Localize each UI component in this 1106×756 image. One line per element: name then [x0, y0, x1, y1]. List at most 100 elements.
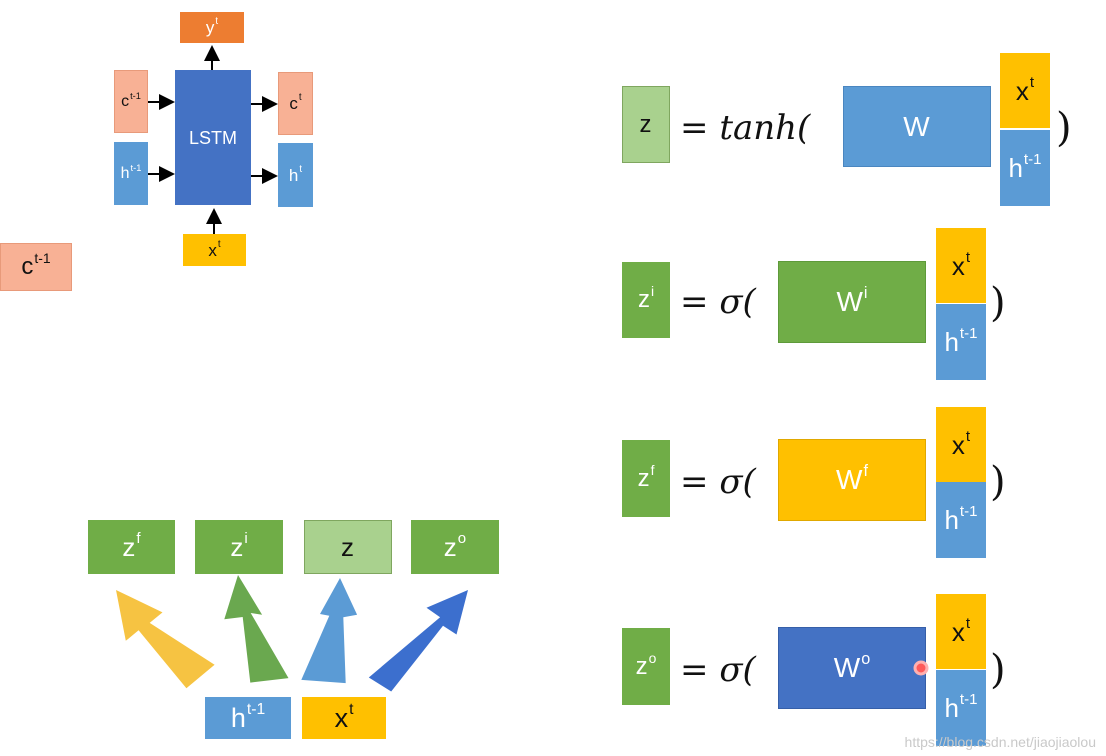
- eq4-lhs-base: z: [635, 652, 648, 680]
- eq4-close-paren: ): [990, 647, 1006, 693]
- big-arrow-to-zi: [224, 575, 289, 683]
- eq2-weight-sup: i: [863, 283, 868, 302]
- eq3-operator: = σ(: [680, 465, 756, 499]
- eq4-x-sup: t: [965, 614, 971, 632]
- eq4-weight-sup: o: [861, 649, 871, 668]
- eq4-h-sup: t-1: [959, 691, 978, 709]
- lstm-block: LSTM: [175, 70, 251, 205]
- c-in-base: c: [121, 92, 130, 110]
- eq2-function: σ(: [719, 282, 756, 322]
- eq2-lhs-base: z: [637, 286, 650, 313]
- eq2-x-base: x: [951, 250, 965, 281]
- h-out-sup: t: [299, 163, 303, 175]
- lstm-label: LSTM: [188, 127, 237, 148]
- gate-zo-base: z: [443, 532, 457, 562]
- eq3-equals: =: [680, 462, 709, 502]
- big-arrow-to-zo: [368, 590, 468, 692]
- eq4-equals: =: [680, 650, 709, 690]
- gate-z-box: z: [304, 520, 392, 574]
- eq4-x-base: x: [951, 616, 965, 647]
- eq1-lhs-base: z: [639, 110, 652, 138]
- h-in-base: h: [120, 164, 130, 182]
- eq3-h-base: h: [944, 505, 959, 535]
- eq4-lhs-sup: o: [648, 649, 657, 666]
- eq3-x-sup: t: [965, 427, 971, 445]
- bottom-h-base: h: [230, 702, 246, 733]
- eq1-operator: = tanh(: [680, 111, 810, 145]
- eq4-weight-base: W: [833, 652, 861, 683]
- eq1-lhs-box: z: [622, 86, 670, 163]
- big-arrow-to-zf: [116, 590, 215, 689]
- eq1-equals: =: [680, 108, 709, 148]
- h-out-base: h: [288, 165, 299, 185]
- eq1-x-sup: t: [1029, 73, 1035, 91]
- c-prev-base: c: [21, 253, 34, 280]
- bottom-x-sup: t: [349, 700, 354, 718]
- gate-zi-base: z: [230, 532, 244, 562]
- y-out-base: y: [205, 18, 215, 37]
- eq3-lhs-base: z: [637, 464, 650, 492]
- watermark: https://blog.csdn.net/jiaojiaolou: [904, 734, 1096, 750]
- eq2-h-sup: t-1: [959, 325, 978, 343]
- eq2-weight-base: W: [836, 286, 863, 317]
- eq4-h-base: h: [944, 693, 959, 723]
- x-in-base: x: [208, 240, 217, 260]
- c-out-base: c: [289, 94, 298, 113]
- eq2-h-base: h: [944, 327, 959, 357]
- eq2-operator: = σ(: [680, 285, 756, 319]
- cursor-dot: [913, 660, 929, 676]
- eq4-function: σ(: [719, 650, 756, 690]
- eq2-close-paren: ): [990, 280, 1006, 326]
- eq3-close-paren: ): [990, 459, 1006, 505]
- eq4-operator: = σ(: [680, 653, 756, 687]
- h-in-sup: t-1: [130, 162, 142, 173]
- eq2-x-sup: t: [965, 248, 971, 266]
- y-out-sup: t: [215, 16, 219, 28]
- c-in-sup: t-1: [130, 90, 141, 101]
- eq1-function: tanh(: [719, 108, 811, 148]
- bottom-h-sup: t-1: [246, 700, 266, 718]
- eq3-weight-sup: f: [863, 461, 868, 480]
- eq2-lhs-sup: i: [650, 283, 655, 300]
- c-out-sup: t: [298, 92, 302, 104]
- big-arrow-to-z: [301, 578, 358, 684]
- eq1-h-base: h: [1008, 153, 1023, 183]
- eq1-weight-box: W: [843, 86, 991, 167]
- c-prev-sup: t-1: [34, 250, 51, 267]
- eq1-h-sup: t-1: [1023, 151, 1042, 169]
- eq3-lhs-sup: f: [650, 461, 655, 478]
- eq1-weight-base: W: [903, 110, 930, 142]
- eq1-close-paren: ): [1056, 105, 1072, 151]
- x-in-sup: t: [217, 238, 221, 250]
- bottom-x-base: x: [334, 702, 349, 733]
- eq3-function: σ(: [719, 462, 756, 502]
- eq2-equals: =: [680, 282, 709, 322]
- eq3-weight-base: W: [836, 464, 863, 495]
- eq1-x-base: x: [1015, 75, 1029, 106]
